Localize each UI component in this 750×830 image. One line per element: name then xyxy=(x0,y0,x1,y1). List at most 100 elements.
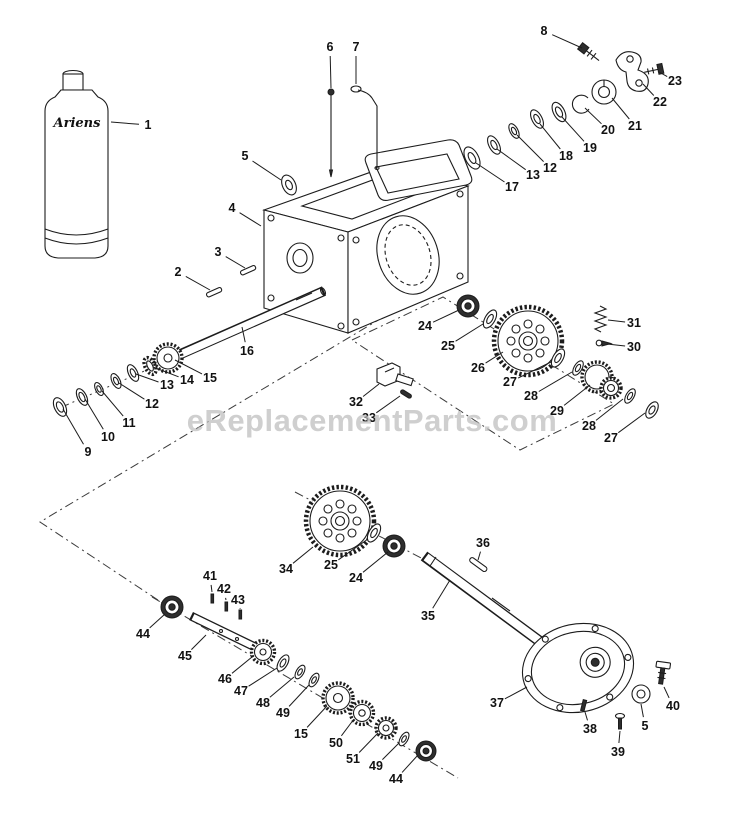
leader-line-13 xyxy=(496,148,526,171)
part-19-washer xyxy=(551,101,567,123)
part-50-gear xyxy=(348,699,376,727)
callout-28: 28 xyxy=(524,389,538,403)
leader-line-41 xyxy=(210,584,213,593)
part-9-bearing-ring xyxy=(52,397,68,417)
part-36-key xyxy=(469,557,488,573)
leader-line-28 xyxy=(595,398,624,421)
part-28-washer-a xyxy=(572,360,584,376)
leader-line-14 xyxy=(152,366,179,378)
part-48-washer xyxy=(294,664,306,680)
leader-line-15 xyxy=(174,359,203,375)
part-45-shaft xyxy=(189,611,261,654)
leader-line-35 xyxy=(432,579,451,609)
part-21-hub xyxy=(591,79,617,105)
leader-line-26 xyxy=(485,351,504,364)
callout-1: 1 xyxy=(145,118,152,132)
leader-line-30 xyxy=(606,343,626,347)
callout-32: 32 xyxy=(349,395,363,409)
part-1-oil-bottle: Ariens xyxy=(44,69,109,259)
leader-line-48 xyxy=(269,676,295,698)
part-42-pin xyxy=(224,601,229,612)
part-51-gear xyxy=(374,716,398,740)
part-5-washer-lower xyxy=(631,684,651,704)
part-34-gear xyxy=(303,484,377,558)
part-49-washer-b xyxy=(398,731,410,747)
leader-line-19 xyxy=(561,116,585,142)
leader-line-20 xyxy=(584,107,602,125)
callout-50: 50 xyxy=(329,736,343,750)
part-37-cover xyxy=(521,622,635,714)
part-32-shift-fork xyxy=(376,362,414,387)
callout-30: 30 xyxy=(627,340,641,354)
callout-31: 31 xyxy=(627,316,641,330)
callout-15: 15 xyxy=(203,371,217,385)
part-46-gear xyxy=(249,638,277,666)
callout-38: 38 xyxy=(583,722,597,736)
part-8-screw xyxy=(576,41,600,62)
callout-12: 12 xyxy=(543,161,557,175)
leader-line-13 xyxy=(135,373,159,383)
watermark-text: eReplacementParts.com xyxy=(187,403,558,438)
leader-line-16 xyxy=(241,326,246,343)
callout-43: 43 xyxy=(231,593,245,607)
leader-line-29 xyxy=(563,384,591,406)
leader-line-49 xyxy=(382,742,400,760)
callout-13: 13 xyxy=(160,378,174,392)
leader-line-4 xyxy=(239,212,262,227)
callout-2: 2 xyxy=(175,265,182,279)
leader-line-12 xyxy=(516,134,544,162)
leader-line-27 xyxy=(618,412,646,434)
part-18-washer xyxy=(530,109,544,129)
leader-line-25 xyxy=(338,538,369,561)
callout-37: 37 xyxy=(490,696,504,710)
leader-line-39 xyxy=(618,730,621,744)
part-4-gearcase-housing xyxy=(262,165,470,334)
part-38-stud xyxy=(580,699,588,712)
part-39-screw xyxy=(614,712,626,730)
callout-20: 20 xyxy=(601,123,615,137)
ariens-logo: Ariens xyxy=(52,116,102,131)
part-29-gear-cluster xyxy=(580,360,623,400)
leader-line-31 xyxy=(607,319,626,323)
part-11-washer xyxy=(94,381,104,397)
part-16-shaft xyxy=(155,286,327,369)
callout-6: 6 xyxy=(327,40,334,54)
part-40-bolt xyxy=(655,660,672,685)
callout-7: 7 xyxy=(353,40,360,54)
callout-29: 29 xyxy=(550,404,564,418)
leader-line-8 xyxy=(551,34,583,49)
leader-line-50 xyxy=(340,718,355,737)
part-15-gear-upper xyxy=(152,342,184,374)
callout-16: 16 xyxy=(240,344,254,358)
callout-25: 25 xyxy=(324,558,338,572)
leader-line-51 xyxy=(358,732,379,753)
leader-line-11 xyxy=(101,390,124,417)
callout-33: 33 xyxy=(362,411,376,425)
part-13-washer-upper xyxy=(487,135,501,155)
leader-line-10 xyxy=(84,398,104,430)
leader-line-40 xyxy=(663,686,670,699)
leader-line-33 xyxy=(376,395,401,414)
leader-line-1 xyxy=(110,121,140,125)
callout-5: 5 xyxy=(242,149,249,163)
part-14-splined-hub xyxy=(142,355,158,377)
callout-34: 34 xyxy=(279,562,293,576)
part-24-bearing-upper xyxy=(456,294,480,318)
part-15-gear-lower xyxy=(321,681,355,715)
leader-line-9 xyxy=(62,408,84,445)
part-2-pin xyxy=(205,287,223,298)
part-30-detent xyxy=(595,339,613,347)
callout-45: 45 xyxy=(178,649,192,663)
leader-line-22 xyxy=(642,83,655,96)
callout-24: 24 xyxy=(418,319,432,333)
callout-25: 25 xyxy=(441,339,455,353)
leader-line-5 xyxy=(640,703,644,718)
part-27-washer-b xyxy=(645,401,659,419)
leader-line-47 xyxy=(248,667,278,687)
callout-11: 11 xyxy=(122,416,135,430)
leader-line-2 xyxy=(185,275,211,291)
part-44-bearing-right xyxy=(415,740,437,762)
